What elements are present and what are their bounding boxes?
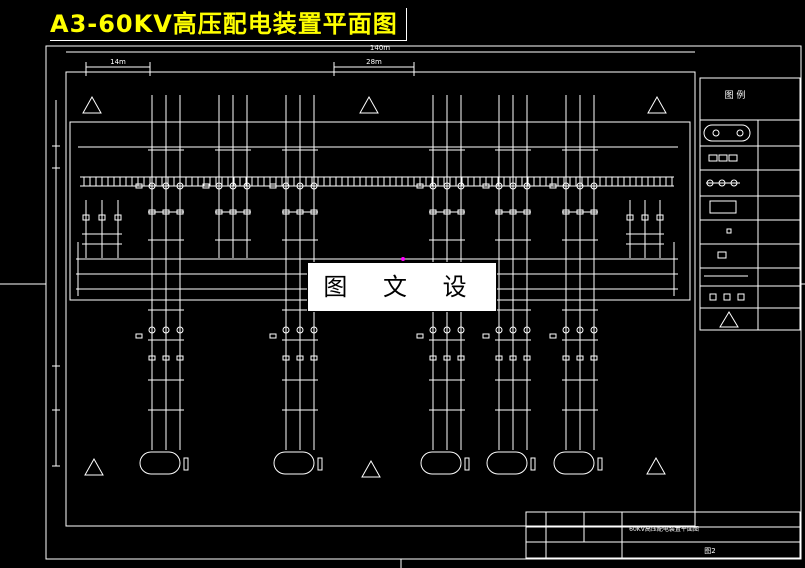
disconnector-symbol: [229, 209, 237, 215]
breaker-symbol: [495, 182, 503, 190]
disconnector-symbol: [562, 209, 570, 215]
breaker-symbol: [443, 326, 451, 334]
breaker-symbol: [523, 326, 531, 334]
bay-tag: [482, 333, 490, 339]
breaker-symbol: [509, 326, 517, 334]
legend-heading: 图 例: [725, 89, 746, 101]
transformer-symbol: [486, 451, 528, 475]
breaker-symbol: [296, 326, 304, 334]
pt-symbol: [98, 214, 106, 221]
breaker-symbol: [282, 182, 290, 190]
transformer-symbol: [273, 451, 315, 475]
disconnector-symbol: [162, 355, 170, 361]
title-block: [525, 511, 801, 559]
title-block-name: 60KV高压配电装置平面图: [629, 525, 699, 533]
breaker-symbol: [148, 182, 156, 190]
disconnector-symbol: [148, 355, 156, 361]
pt-symbol: [114, 214, 122, 221]
dim-mid-span: 28m: [366, 58, 382, 66]
magenta-marker: [401, 257, 405, 261]
disconnector-symbol: [443, 355, 451, 361]
legend-table: [699, 77, 801, 331]
drawing-title: A3-60KV高压配电装置平面图: [50, 8, 407, 41]
disconnector-symbol: [282, 209, 290, 215]
breaker-symbol: [310, 326, 318, 334]
disconnector-symbol: [590, 209, 598, 215]
disconnector-symbol: [296, 209, 304, 215]
disconnector-symbol: [162, 209, 170, 215]
disconnector-symbol: [429, 355, 437, 361]
disconnector-symbol: [296, 355, 304, 361]
breaker-symbol: [590, 326, 598, 334]
disconnector-symbol: [562, 355, 570, 361]
transformer-terminal: [530, 457, 536, 471]
disconnector-symbol: [457, 355, 465, 361]
breaker-symbol: [229, 182, 237, 190]
breaker-symbol: [429, 182, 437, 190]
pt-symbol: [626, 214, 634, 221]
disconnector-symbol: [310, 355, 318, 361]
bay-tag: [135, 333, 143, 339]
disconnector-symbol: [443, 209, 451, 215]
disconnector-symbol: [243, 209, 251, 215]
disconnector-symbol: [523, 209, 531, 215]
pt-symbol: [641, 214, 649, 221]
bay-tag: [135, 183, 143, 189]
disconnector-symbol: [576, 209, 584, 215]
breaker-symbol: [162, 182, 170, 190]
disconnector-symbol: [509, 355, 517, 361]
disconnector-symbol: [176, 355, 184, 361]
disconnector-symbol: [523, 355, 531, 361]
bay-tag: [202, 183, 210, 189]
transformer-symbol: [139, 451, 181, 475]
breaker-symbol: [495, 326, 503, 334]
breaker-symbol: [310, 182, 318, 190]
inner-border: [65, 71, 696, 527]
disconnector-symbol: [429, 209, 437, 215]
pt-symbol: [82, 214, 90, 221]
dim-overall: 140m: [370, 44, 390, 52]
breaker-symbol: [457, 326, 465, 334]
breaker-symbol: [576, 182, 584, 190]
transformer-terminal: [464, 457, 470, 471]
breaker-symbol: [176, 326, 184, 334]
breaker-symbol: [562, 326, 570, 334]
transformer-terminal: [597, 457, 603, 471]
dim-left-span: 14m: [110, 58, 126, 66]
disconnector-symbol: [495, 209, 503, 215]
disconnector-symbol: [148, 209, 156, 215]
transformer-terminal: [317, 457, 323, 471]
breaker-symbol: [282, 326, 290, 334]
watermark-text: 图 文 设 计: [323, 273, 481, 349]
transformer-terminal: [183, 457, 189, 471]
breaker-symbol: [457, 182, 465, 190]
disconnector-symbol: [495, 355, 503, 361]
watermark-box: 图 文 设 计: [307, 262, 497, 349]
breaker-symbol: [429, 326, 437, 334]
bay-tag: [549, 333, 557, 339]
disconnector-symbol: [215, 209, 223, 215]
bay-tag: [269, 333, 277, 339]
disconnector-symbol: [590, 355, 598, 361]
breaker-symbol: [576, 326, 584, 334]
pt-symbol: [656, 214, 664, 221]
disconnector-symbol: [457, 209, 465, 215]
transformer-symbol: [420, 451, 462, 475]
outer-border: [45, 45, 802, 560]
title-block-sheet: 图2: [704, 547, 715, 555]
bay-tag: [416, 333, 424, 339]
breaker-symbol: [162, 326, 170, 334]
disconnector-symbol: [576, 355, 584, 361]
breaker-symbol: [562, 182, 570, 190]
breaker-symbol: [243, 182, 251, 190]
breaker-symbol: [148, 326, 156, 334]
bay-tag: [549, 183, 557, 189]
breaker-symbol: [523, 182, 531, 190]
transformer-symbol: [553, 451, 595, 475]
disconnector-symbol: [282, 355, 290, 361]
disconnector-symbol: [176, 209, 184, 215]
disconnector-symbol: [310, 209, 318, 215]
disconnector-symbol: [509, 209, 517, 215]
